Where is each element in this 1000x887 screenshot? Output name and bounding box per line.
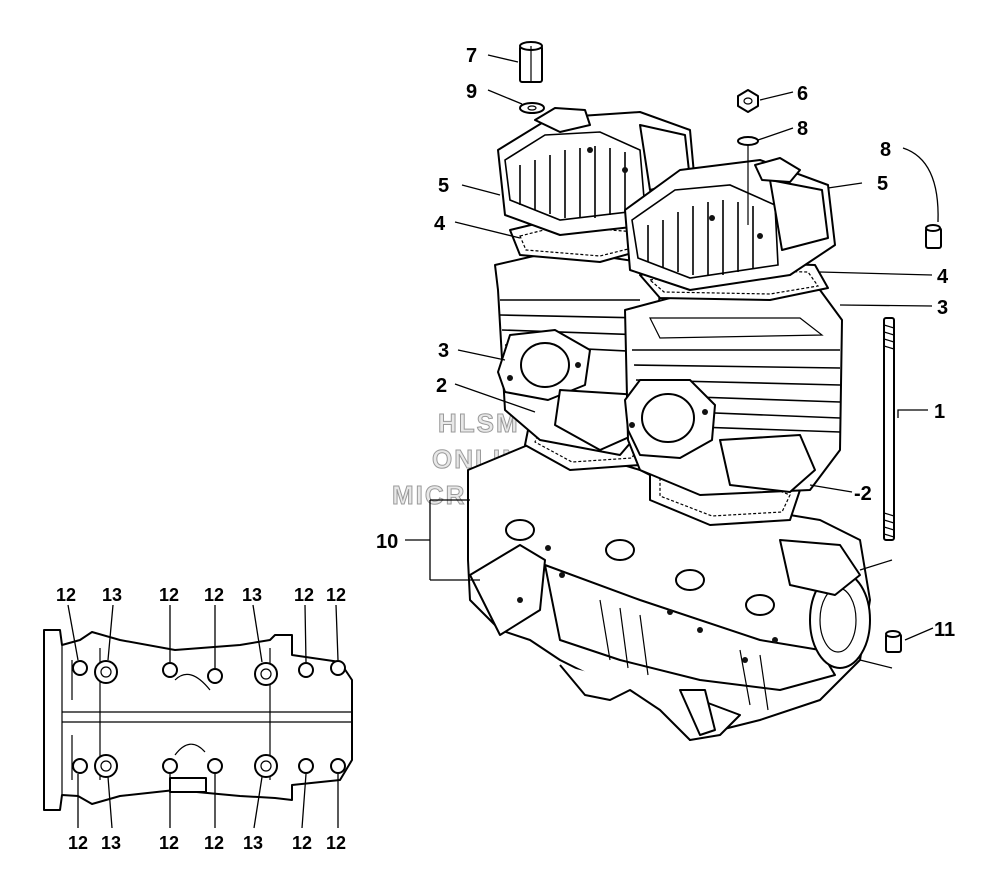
callout-labels: 7 9 6 8 8 5 5 4 4 3 3 2 1 -2 10 11 bbox=[376, 45, 955, 641]
torque-top-label-3: 12 bbox=[159, 585, 179, 605]
callout-8: 8 bbox=[880, 139, 891, 161]
callout-3-left: 3 bbox=[438, 340, 449, 362]
leader-lines bbox=[405, 54, 939, 669]
callout-10: 10 bbox=[376, 531, 398, 553]
torque-bottom-label-2: 13 bbox=[101, 833, 121, 853]
callout-6: 6 bbox=[797, 83, 808, 105]
head-nut-parts-drawing bbox=[737, 89, 759, 225]
torque-bottom-label-6: 12 bbox=[292, 833, 312, 853]
callout-2-left: 2 bbox=[436, 375, 447, 397]
callout-9-left: 9 bbox=[466, 81, 477, 103]
torque-top-label-2: 13 bbox=[102, 585, 122, 605]
callout-9-right: 8 bbox=[797, 118, 808, 140]
cylinder-right-drawing bbox=[624, 289, 843, 496]
torque-bottom-label-5: 13 bbox=[243, 833, 263, 853]
engine-assembly bbox=[467, 41, 942, 741]
torque-top-label-7: 12 bbox=[326, 585, 346, 605]
cylinder-head-right-drawing bbox=[624, 157, 836, 291]
callout-4-right: 4 bbox=[937, 266, 949, 288]
cylinder-left-drawing bbox=[494, 249, 661, 456]
callout-1: 1 bbox=[934, 401, 945, 423]
callout-11: 11 bbox=[934, 619, 955, 641]
torque-top-label-1: 12 bbox=[56, 585, 76, 605]
torque-bottom-label-4: 12 bbox=[204, 833, 224, 853]
torque-top-label-5: 13 bbox=[242, 585, 262, 605]
top-nut-parts-drawing bbox=[519, 41, 545, 114]
torque-pattern-inset: 12 13 12 12 13 12 12 12 13 12 12 13 12 1… bbox=[43, 585, 353, 853]
dowel-bottom-drawing bbox=[885, 630, 902, 653]
callout-7: 7 bbox=[466, 45, 477, 67]
callout-3-right: 3 bbox=[937, 297, 948, 319]
torque-top-label-4: 12 bbox=[204, 585, 224, 605]
torque-bottom-label-1: 12 bbox=[68, 833, 88, 853]
torque-bottom-label-3: 12 bbox=[159, 833, 179, 853]
callout-4-left: 4 bbox=[434, 213, 446, 235]
callout-5-right: 5 bbox=[877, 173, 888, 195]
stud-drawing bbox=[883, 317, 895, 541]
watermark-line-1: HLSM bbox=[438, 408, 520, 438]
torque-top-label-6: 12 bbox=[294, 585, 314, 605]
torque-bolts bbox=[72, 660, 346, 778]
dowel-top-drawing bbox=[925, 224, 942, 249]
torque-bottom-label-7: 12 bbox=[326, 833, 346, 853]
callout-2-right: -2 bbox=[854, 483, 872, 505]
callout-5-left: 5 bbox=[438, 175, 449, 197]
